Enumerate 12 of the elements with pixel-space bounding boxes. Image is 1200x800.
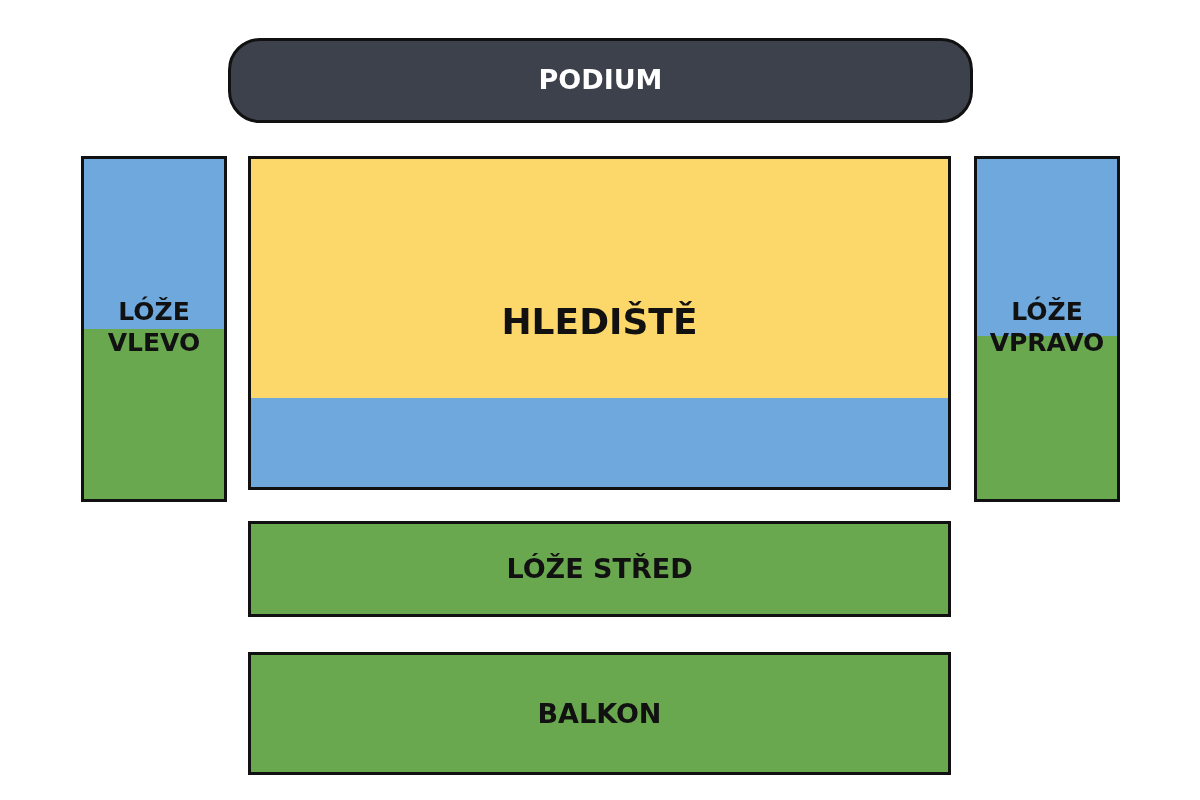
section-label: LÓŽE VPRAVO: [988, 296, 1106, 359]
section-label: HLEDIŠTĚ: [500, 300, 699, 344]
section-label: LÓŽE STŘED: [505, 552, 694, 586]
seating-section: [81, 156, 227, 502]
section-label: BALKON: [536, 697, 663, 731]
seating-section: [974, 156, 1120, 502]
section-label: LÓŽE VLEVO: [106, 296, 202, 359]
seating-section: [248, 521, 951, 617]
section-label: PODIUM: [537, 63, 664, 97]
stage-bar: [228, 38, 973, 123]
seating-section: [248, 652, 951, 775]
seating-section: [248, 156, 951, 490]
